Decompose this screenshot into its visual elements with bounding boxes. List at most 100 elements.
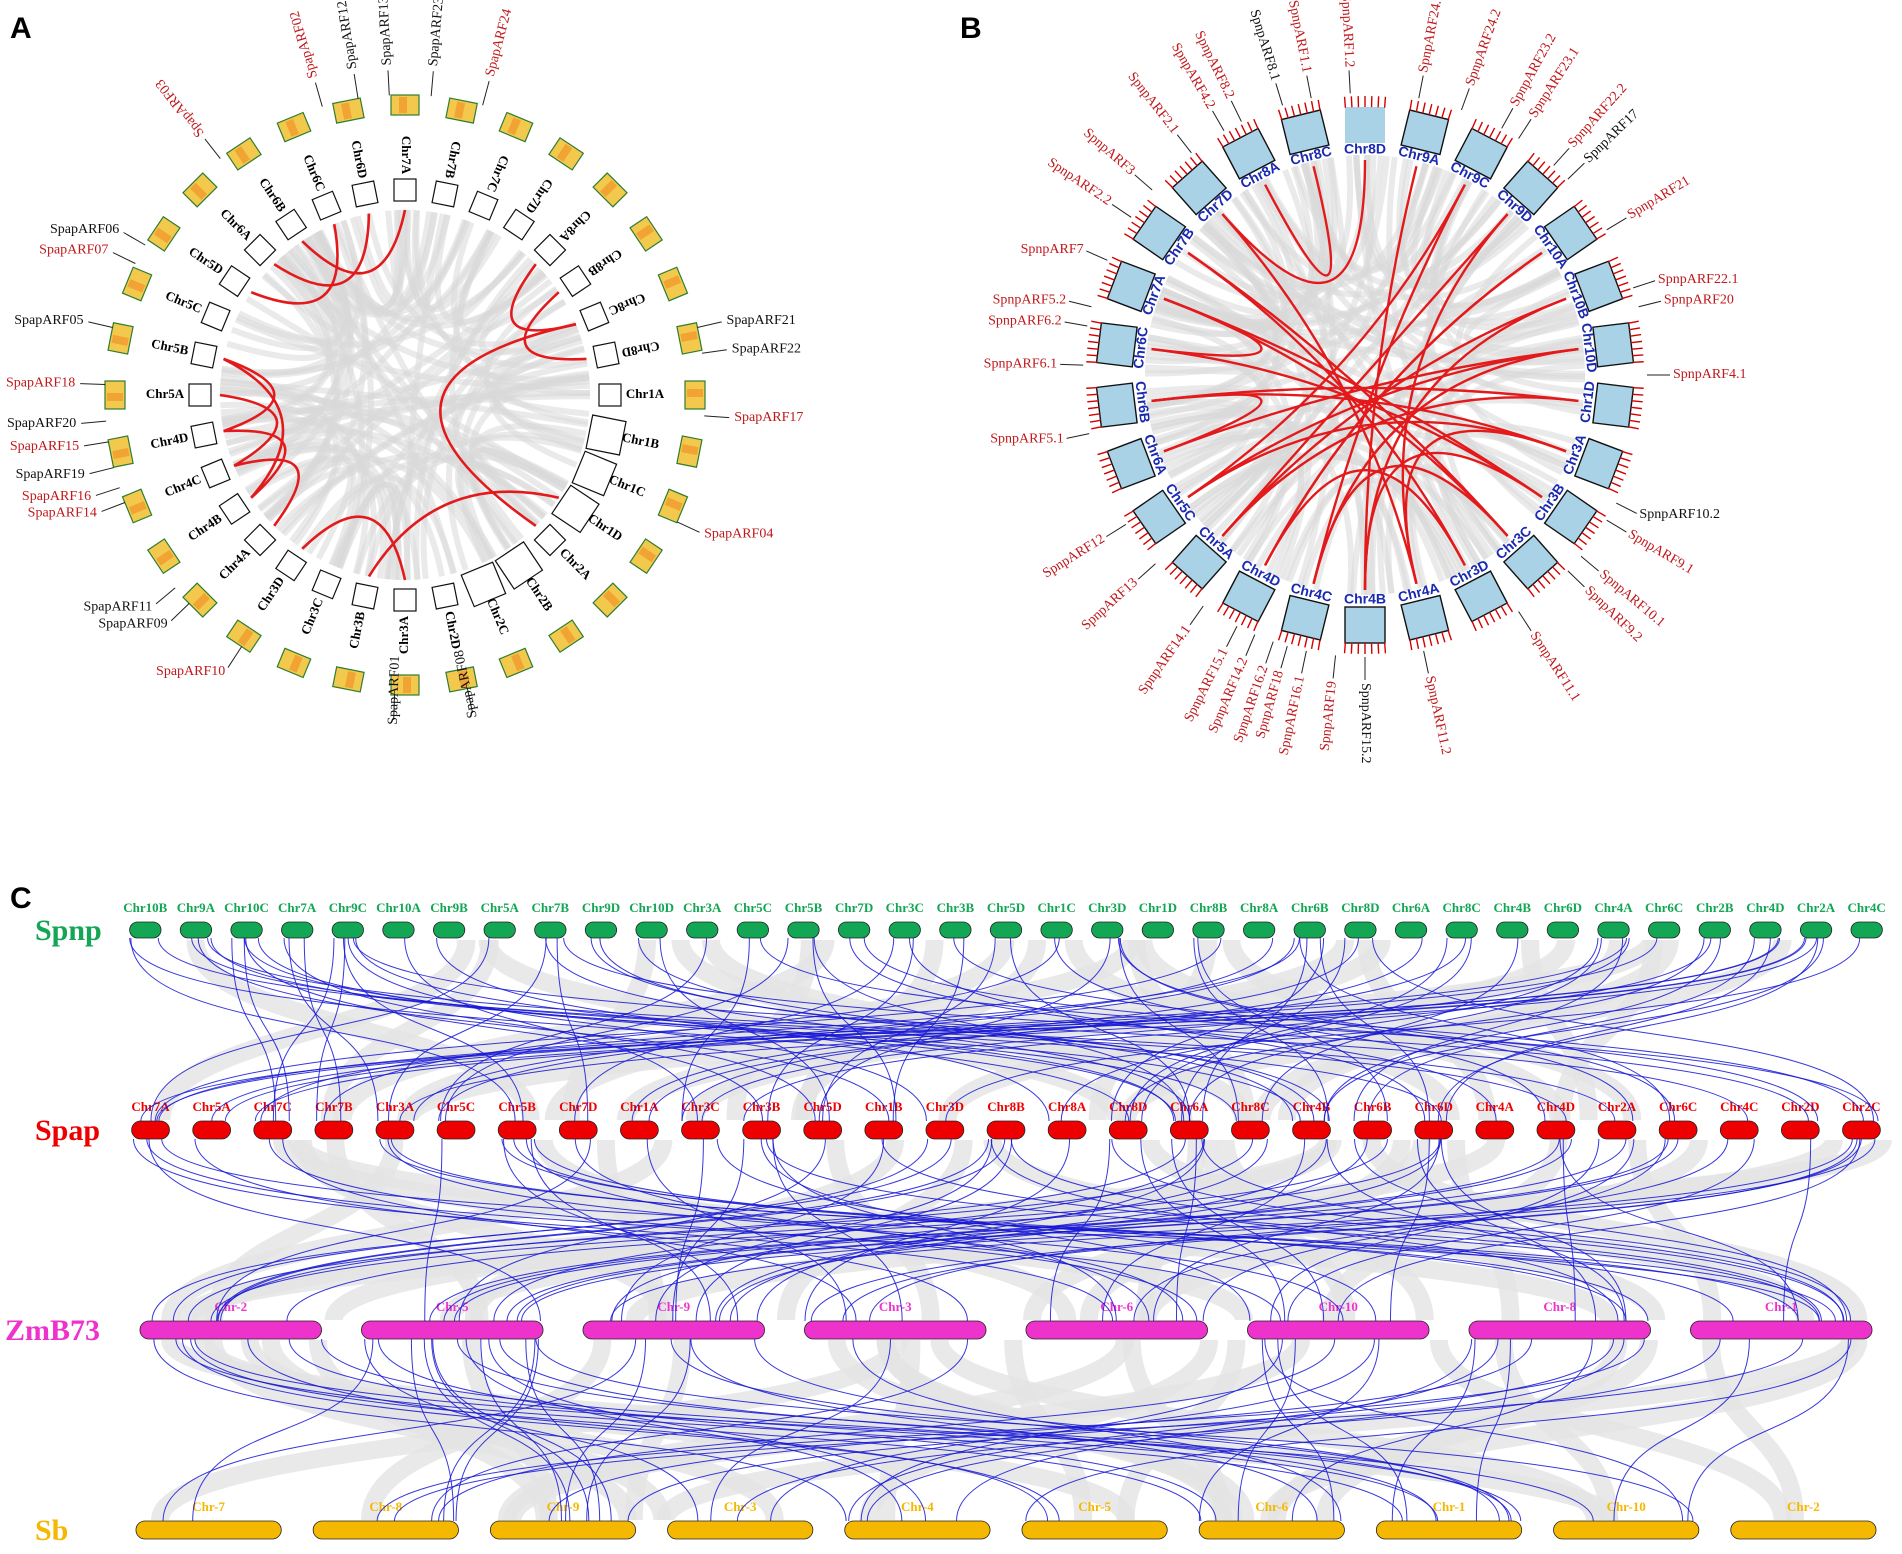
chromosome-label: Chr5B	[785, 900, 823, 915]
blue-link	[1201, 1138, 1852, 1322]
chromosome-bar	[432, 921, 466, 939]
gene-leader	[430, 71, 434, 97]
red-link	[233, 458, 300, 527]
chromosome-label: Chr4C	[1848, 900, 1886, 915]
blue-link	[637, 937, 1315, 1122]
gene-leader	[1567, 570, 1585, 588]
gene-tick	[1383, 642, 1387, 654]
gray-link	[354, 434, 583, 575]
gene-tick	[1138, 210, 1149, 218]
gene-tick	[1627, 320, 1639, 324]
gene-leader	[170, 603, 190, 622]
chromosome-label: Chr5A	[481, 900, 520, 915]
blue-link	[443, 1338, 536, 1522]
gene-density-band	[560, 626, 576, 644]
gray-ribbon	[161, 1138, 673, 1322]
chromosome-bar	[1192, 921, 1225, 939]
species-label: Spap	[35, 1114, 100, 1147]
gene-tick	[1612, 475, 1624, 481]
chromosome-label: Chr-3	[724, 1499, 757, 1514]
gene-tick	[1174, 170, 1183, 180]
gene-tick	[1277, 629, 1283, 641]
chromosome-label: Chr9C	[329, 900, 367, 915]
gene-leader	[81, 420, 107, 424]
blue-link	[465, 1338, 903, 1522]
chromosome-label: Chr3C	[886, 900, 924, 915]
blue-link	[631, 937, 1359, 1122]
chromosome-label: Chr-7	[192, 1499, 225, 1514]
gene-tick	[1588, 521, 1599, 529]
gene-tick	[1556, 179, 1566, 189]
blue-link	[1111, 937, 1325, 1122]
red-link	[1312, 184, 1466, 585]
blue-link	[1562, 1138, 1576, 1322]
chromosome-label: Chr6C	[300, 152, 329, 193]
gene-leader	[1518, 611, 1532, 632]
chromosome-bar	[1231, 1120, 1270, 1140]
chromosome-label: Chr8B	[987, 1099, 1025, 1114]
gene-tick	[1304, 636, 1308, 648]
chromosome-box	[579, 301, 610, 332]
blue-link	[1475, 1338, 1511, 1522]
blue-link	[413, 937, 1274, 1122]
gene-tick	[1111, 487, 1123, 494]
gene-leader	[314, 82, 323, 107]
gene-tick	[1547, 170, 1556, 180]
blue-link	[211, 937, 1658, 1122]
chromosome-box	[190, 341, 218, 369]
chromosome-bar	[1690, 1320, 1873, 1340]
chromosome-label: Chr8C	[1231, 1099, 1269, 1114]
blue-link	[423, 1338, 571, 1522]
blue-link	[1354, 1138, 1848, 1322]
chromosome-bar	[192, 1120, 231, 1140]
red-link	[219, 393, 279, 467]
gray-link	[478, 269, 579, 356]
chromosome-bar	[1496, 921, 1529, 939]
chromosome-label: Chr4C	[162, 471, 203, 500]
blue-link	[316, 937, 346, 1122]
chromosome-label: Chr8A	[1048, 1099, 1087, 1114]
blue-link	[355, 937, 1175, 1122]
gene-tick	[1627, 426, 1639, 430]
blue-link	[194, 1138, 968, 1322]
blue-link	[866, 1338, 1625, 1522]
blue-link	[438, 1338, 1336, 1522]
gray-ribbon	[191, 1137, 1338, 1323]
gene-label: SpnpARF8.1	[1247, 8, 1283, 83]
chromosome-label: Chr2C	[484, 596, 513, 637]
chromosome-bar	[986, 1120, 1026, 1140]
chromosome-bar	[483, 921, 516, 939]
chromosome-box	[275, 208, 308, 241]
gene-tick	[1577, 537, 1588, 546]
chromosome-box	[1280, 109, 1330, 156]
chromosome-label: Chr1A	[626, 386, 665, 401]
gene-label: SpapARF11	[83, 599, 152, 614]
gene-leader	[112, 252, 136, 264]
gene-tick	[1581, 210, 1592, 218]
chromosome-bar	[584, 921, 618, 939]
gene-leader	[393, 694, 396, 720]
blue-link	[759, 937, 1879, 1122]
chromosome-bar	[1468, 1320, 1651, 1340]
gene-tick	[1488, 611, 1496, 623]
gene-tick	[1234, 127, 1242, 139]
gene-tick	[1297, 103, 1302, 115]
blue-link	[158, 937, 1627, 1122]
chromosome-bar	[1198, 1520, 1345, 1540]
gene-density-band	[156, 550, 174, 566]
gene-tick	[1138, 532, 1149, 540]
chromosome-box	[571, 450, 618, 497]
chromosome-bar	[1475, 1120, 1515, 1140]
gene-tick	[1147, 542, 1157, 551]
gene-tick	[1595, 510, 1606, 517]
gene-density-band	[458, 670, 470, 688]
chromosome-bar	[1719, 1120, 1759, 1140]
chromosome-box	[1106, 437, 1157, 490]
blue-link	[1237, 1338, 1296, 1522]
panel-a-circos: Chr1AChr1BChr1CChr1DChr2AChr2BChr2CChr2D…	[6, 0, 803, 725]
chromosome-label: Chr7D	[835, 900, 873, 915]
blue-link	[1613, 1338, 1750, 1522]
chromosome-box	[431, 582, 459, 610]
blue-link	[187, 1138, 1254, 1322]
blue-link	[480, 1338, 562, 1522]
